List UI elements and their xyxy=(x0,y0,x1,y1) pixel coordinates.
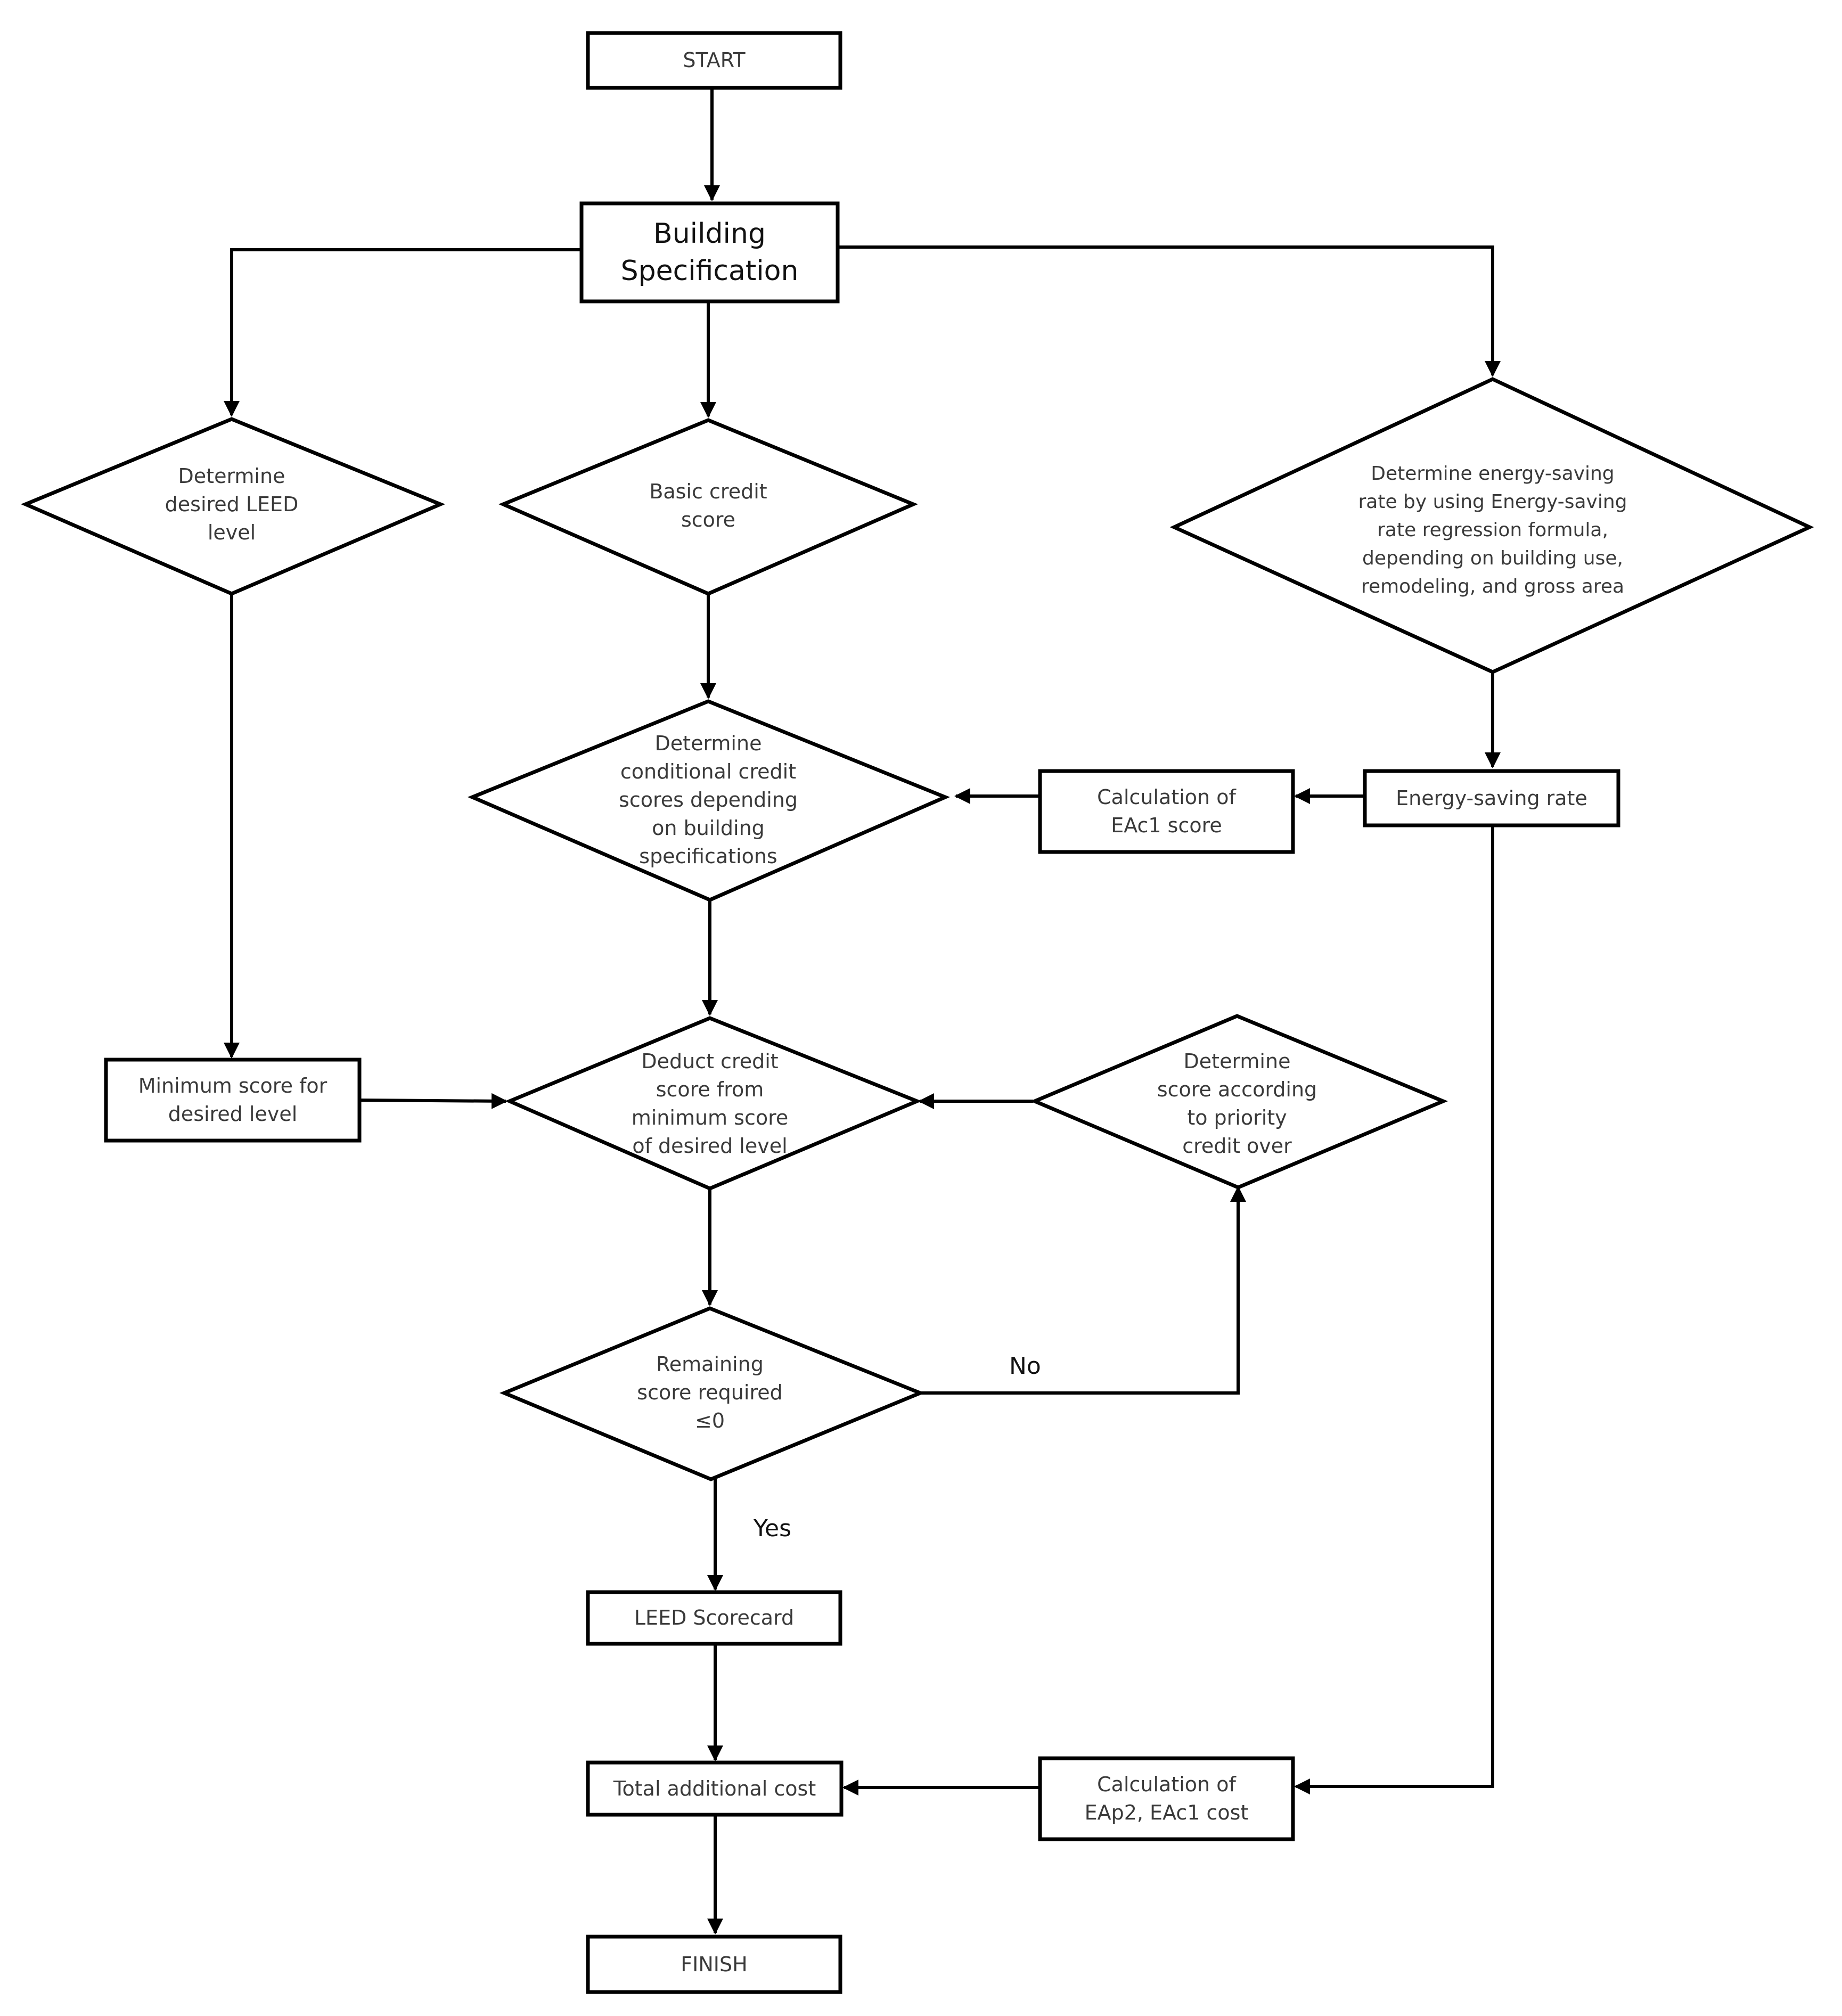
eac1-score-label: Calculation of EAc1 score xyxy=(1097,785,1236,837)
start-box xyxy=(586,31,842,90)
basic-credit-label: Basic credit score xyxy=(649,480,767,531)
conditional-credit-diamond xyxy=(467,699,951,902)
desired-leed-diamond xyxy=(21,417,446,596)
total-cost-box xyxy=(586,1760,844,1817)
eap2-cost-box xyxy=(1038,1756,1295,1841)
eac1-score-box xyxy=(1038,769,1295,854)
deduct-credit-label: Deduct credit score from minimum score o… xyxy=(631,1049,789,1158)
deduct-credit-diamond xyxy=(505,1016,922,1191)
building-spec-box xyxy=(579,201,840,304)
desired-leed-label: Determine desired LEED level xyxy=(165,464,299,544)
edge-spec-to-energy-formula xyxy=(838,245,1501,377)
finish-box xyxy=(586,1935,842,1994)
min-score-box xyxy=(104,1058,362,1143)
basic-credit-diamond xyxy=(498,418,918,596)
leed-scorecard-label: LEED Scorecard xyxy=(634,1606,795,1629)
energy-formula-label: Determine energy-saving rate by using En… xyxy=(1358,462,1627,597)
edge-rate-to-eap2 xyxy=(1294,825,1494,1794)
min-score-label: Minimum score for desired level xyxy=(138,1074,328,1126)
eap2-cost-label: Calculation of EAp2, EAc1 cost xyxy=(1084,1773,1249,1824)
remaining-score-label: Remaining score required ≤0 xyxy=(637,1352,783,1432)
energy-saving-rate-box xyxy=(1363,769,1620,827)
priority-credit-label: Determine score according to priority cr… xyxy=(1157,1049,1317,1158)
yes-edge-label: Yes xyxy=(754,1515,792,1542)
leed-scorecard-box xyxy=(586,1590,842,1646)
conditional-credit-label: Determine conditional credit scores depe… xyxy=(619,732,798,868)
no-edge-label: No xyxy=(1009,1353,1041,1380)
edge-remaining-no-to-priority xyxy=(920,1186,1246,1395)
energy-formula-diamond xyxy=(1169,377,1814,674)
priority-credit-diamond xyxy=(1030,1014,1448,1190)
remaining-score-diamond xyxy=(499,1306,926,1481)
building-spec-label: Building Specification xyxy=(620,218,799,287)
finish-label: FINISH xyxy=(681,1952,748,1976)
edge-min-to-deduct xyxy=(359,1093,507,1109)
start-label: START xyxy=(683,48,746,72)
total-cost-label: Total additional cost xyxy=(613,1776,816,1800)
edge-spec-to-leed-level xyxy=(224,248,582,417)
energy-saving-rate-label: Energy-saving rate xyxy=(1396,786,1587,810)
